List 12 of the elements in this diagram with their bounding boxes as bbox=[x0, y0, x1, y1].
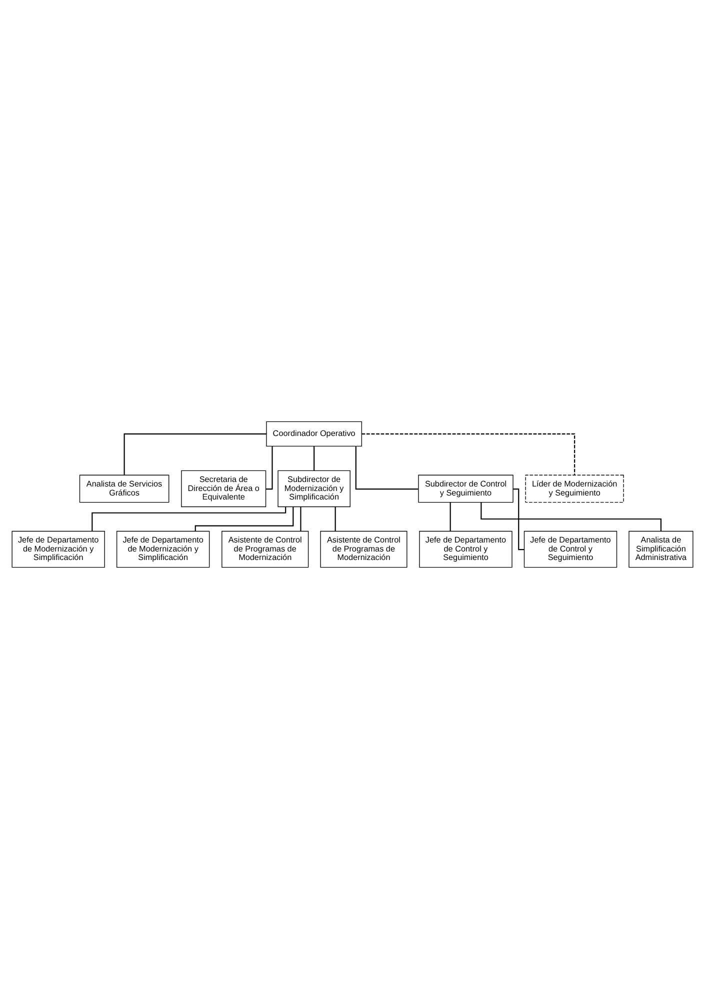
connector bbox=[334, 506, 336, 531]
connector bbox=[194, 506, 294, 530]
connector bbox=[266, 446, 273, 490]
connector bbox=[513, 488, 524, 550]
connector bbox=[355, 446, 418, 490]
connector bbox=[450, 502, 451, 531]
connector bbox=[92, 506, 286, 531]
connector bbox=[362, 432, 576, 474]
connector bbox=[124, 432, 266, 474]
connector bbox=[480, 502, 662, 531]
connector bbox=[314, 446, 315, 470]
connector bbox=[300, 506, 302, 531]
